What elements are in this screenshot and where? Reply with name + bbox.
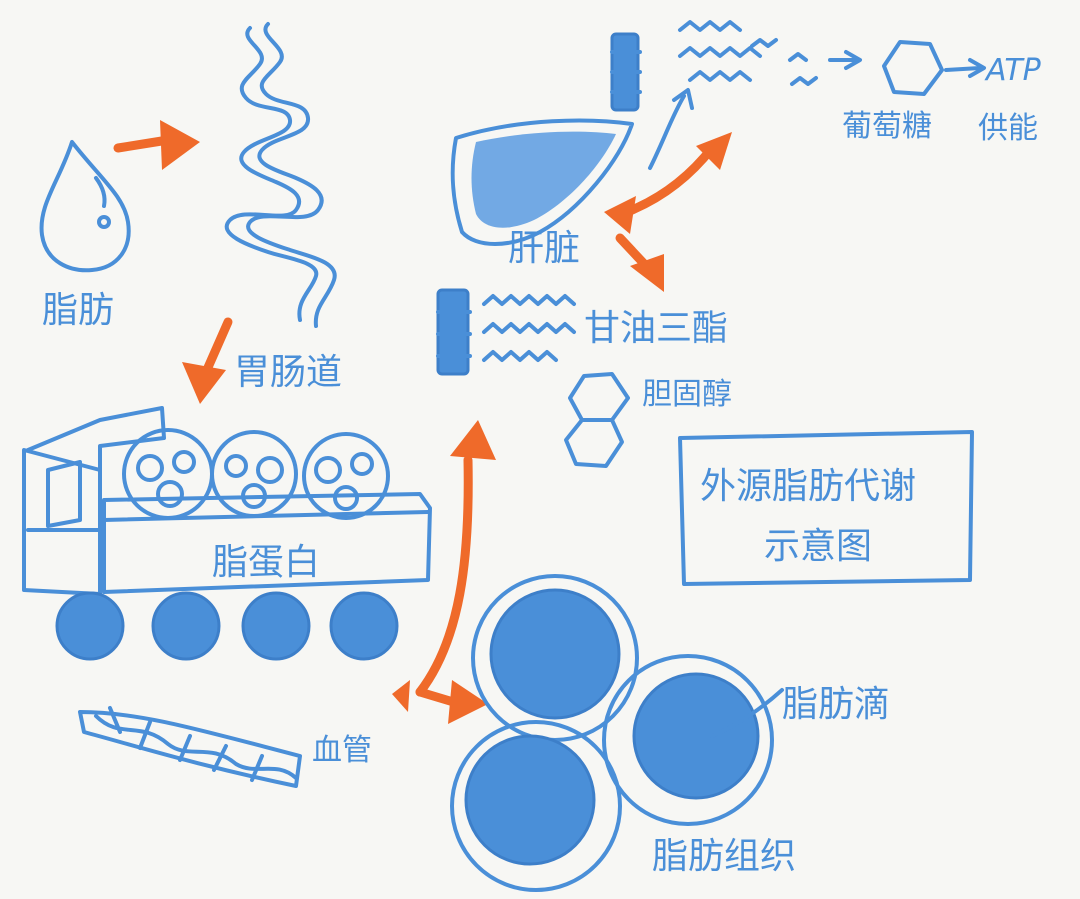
arrow-vessel-triglyceride	[392, 420, 496, 724]
label-gi-tract: 胃肠道	[234, 352, 342, 393]
arrow-liver-to-fatty-acid	[648, 88, 694, 170]
label-glucose: 葡萄糖	[842, 109, 932, 144]
fatty-acid-icon-top	[610, 20, 862, 112]
label-fat: 脂肪	[42, 290, 114, 331]
label-fat-cell: 脂肪滴	[782, 684, 890, 725]
adipose-tissue-icon	[450, 574, 774, 892]
fat-cell-pointer	[710, 688, 784, 738]
label-lipoprotein: 脂蛋白	[212, 542, 320, 583]
label-blood-vessel: 血管	[312, 733, 372, 768]
glucose-ring-icon	[882, 40, 986, 96]
label-liver: 肝脏	[508, 228, 580, 269]
cholesterol-icon	[564, 372, 630, 468]
triglyceride-icon	[436, 288, 576, 376]
liver-icon	[450, 118, 634, 246]
title-line-2: 示意图	[764, 526, 872, 567]
intestine-icon	[225, 22, 337, 328]
arrow-liver-to-triglyceride	[615, 233, 664, 292]
label-atp: ATP	[984, 53, 1042, 88]
arrow-fat-to-intestine	[113, 120, 200, 170]
label-energy-supply: 供能	[978, 111, 1038, 146]
label-triglyceride: 甘油三酯	[584, 308, 728, 349]
arrow-liver-upper	[604, 132, 732, 234]
label-adipose-tissue: 脂肪组织	[652, 836, 796, 877]
label-cholesterol: 胆固醇	[642, 377, 732, 412]
title-line-1: 外源脂肪代谢	[700, 466, 916, 507]
arrow-intestine-to-truck	[182, 317, 233, 404]
fat-drop-icon	[39, 140, 131, 273]
truck-icon	[22, 406, 432, 661]
title-box	[678, 430, 974, 586]
blood-vessel-icon	[78, 706, 302, 788]
